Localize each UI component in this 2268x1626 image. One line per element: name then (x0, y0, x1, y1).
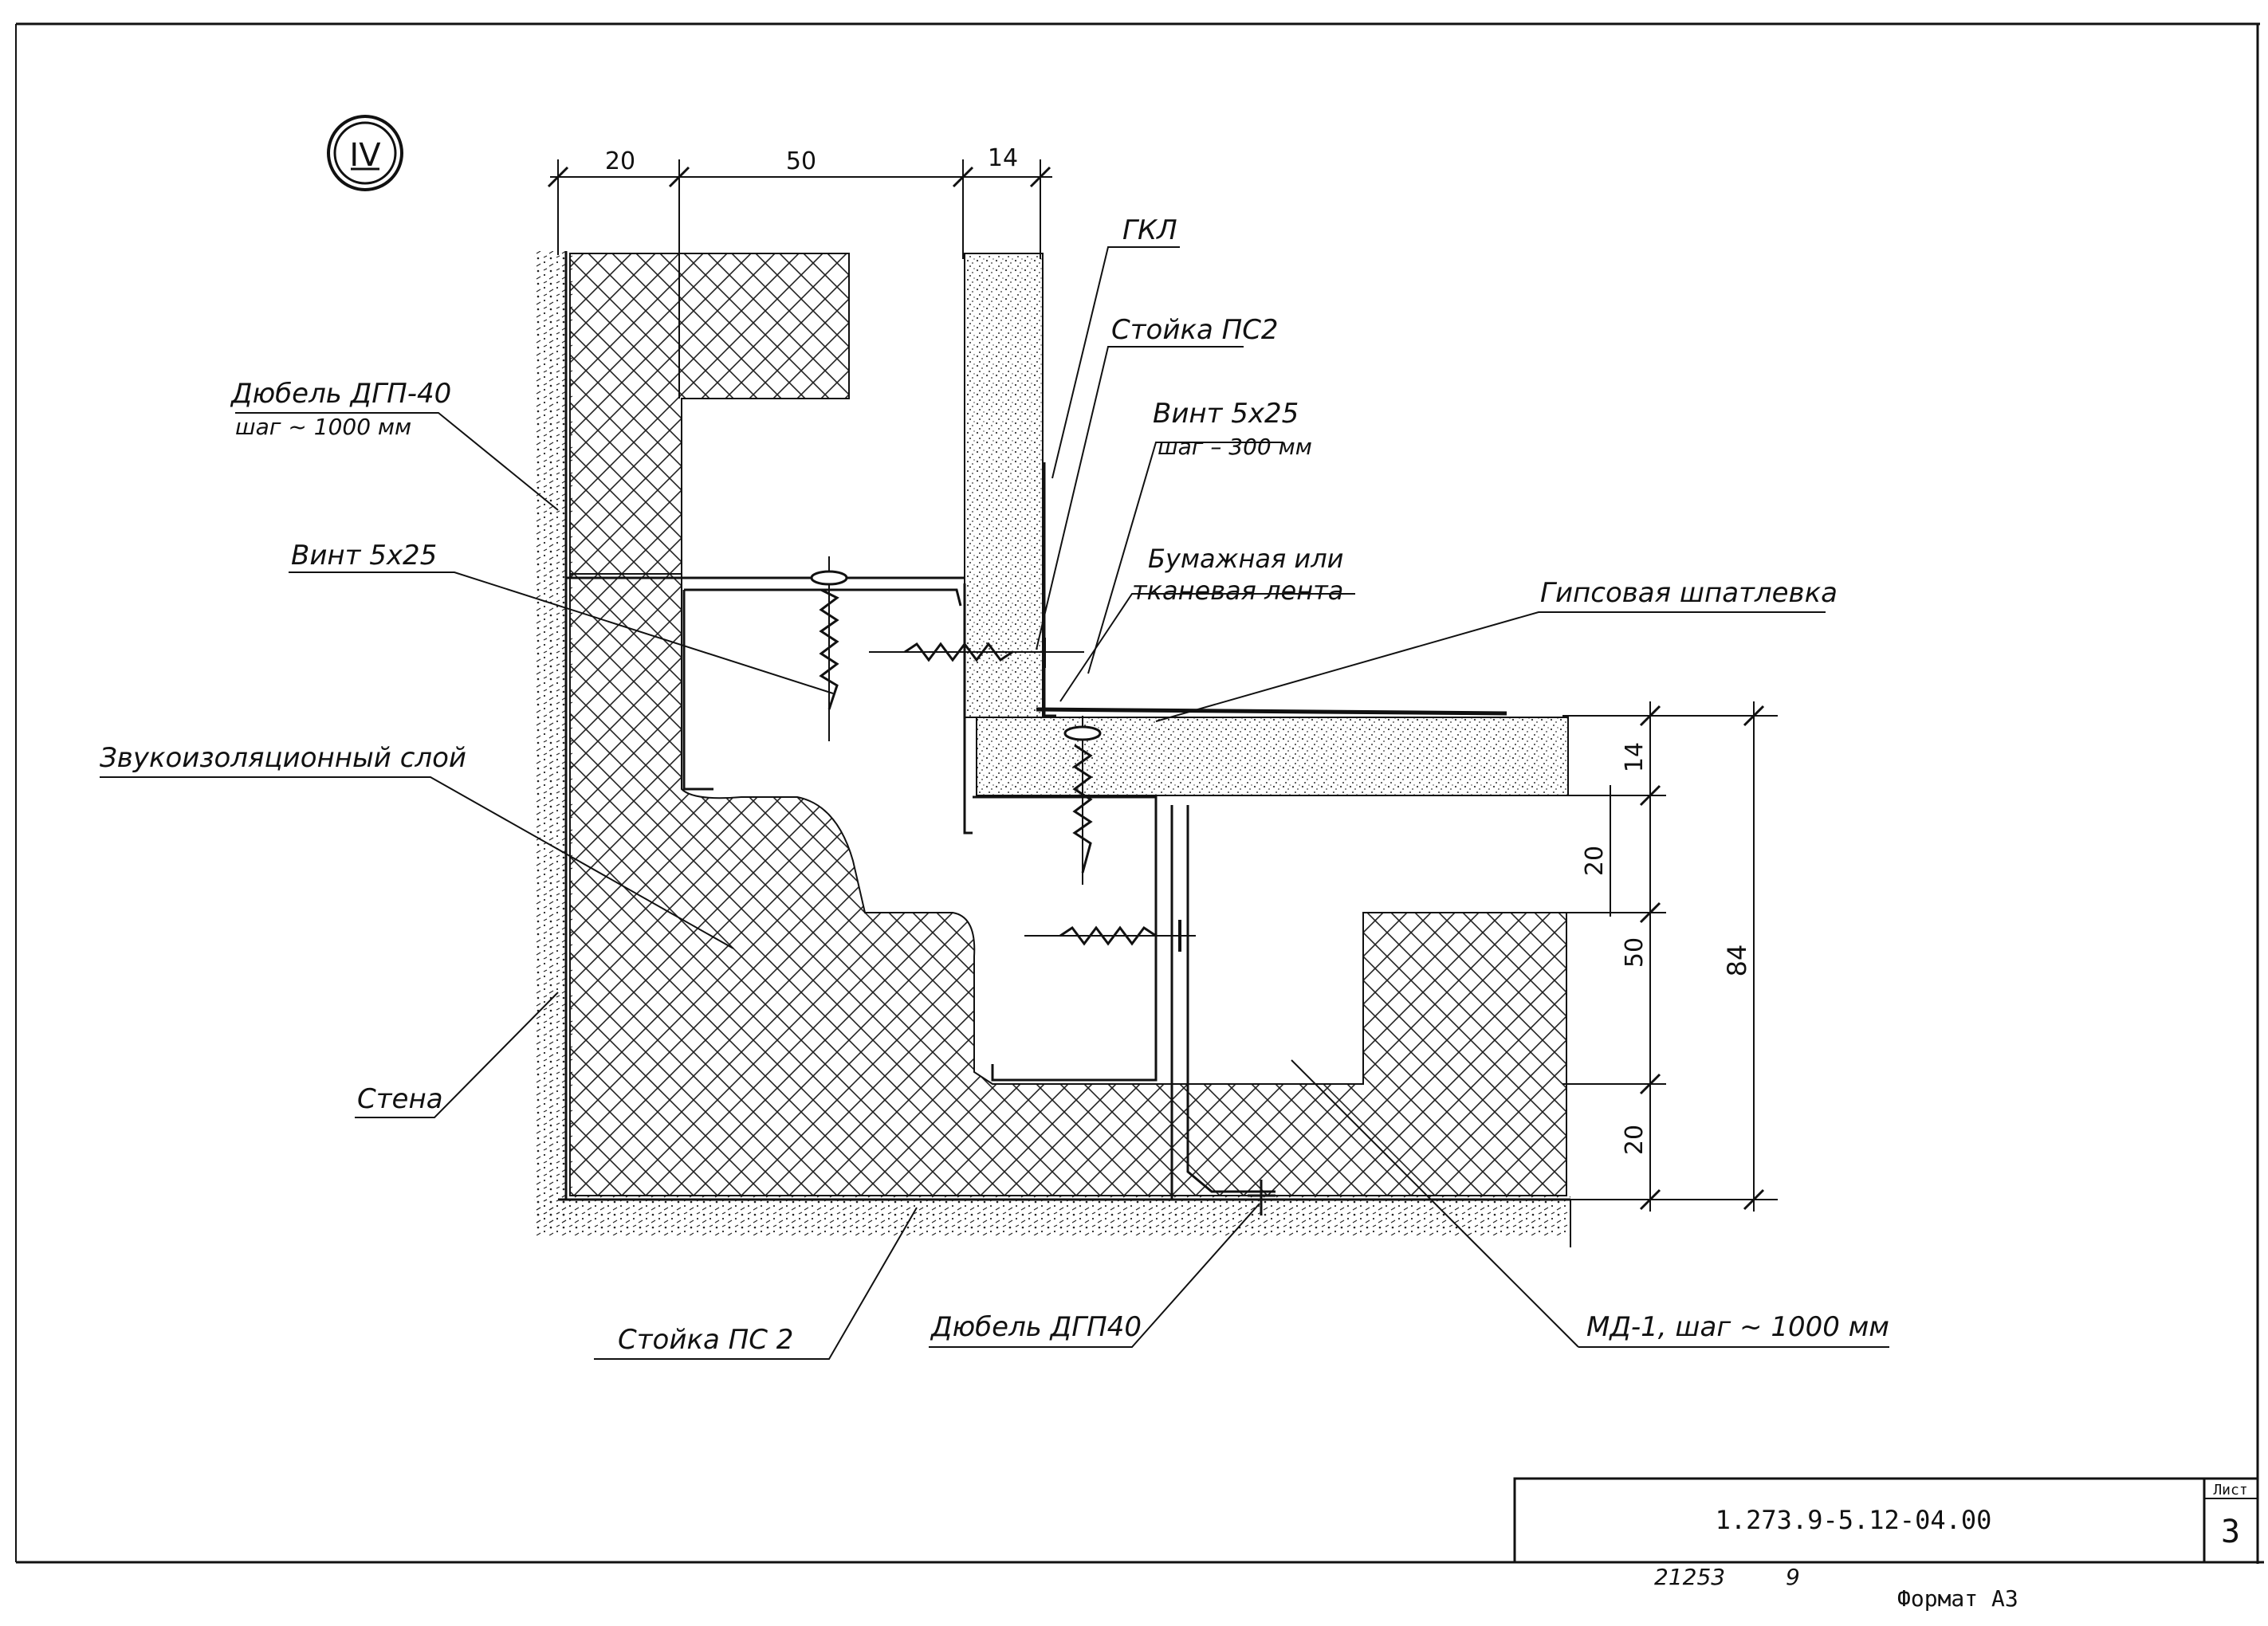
doc-code: 1.273.9-5.12-04.00 (1716, 1505, 1992, 1535)
sheet-number: 3 (2221, 1514, 2240, 1550)
label-stud-ps2-bottom: Стойка ПС 2 (618, 1324, 793, 1356)
label-dowel-bottom: Дюбель ДГП40 (930, 1311, 1142, 1343)
screw-horizontal-top (869, 638, 1084, 668)
label-tape-line1: Бумажная или (1148, 544, 1343, 574)
label-gkl: ГКЛ (1122, 214, 1177, 246)
label-screw-left: Винт 5х25 (291, 540, 437, 571)
inventory-number: 21253 (1654, 1564, 1725, 1590)
screws (810, 556, 1276, 1216)
label-md: МД-1, шаг ~ 1000 мм (1586, 1311, 1889, 1343)
screw-vertical-right (1063, 716, 1102, 885)
leader-lines (100, 246, 1889, 1360)
label-screw-right-step: шаг – 300 мм (1158, 434, 1312, 460)
dowel-bottom-mark (1248, 1180, 1276, 1216)
screw-vertical-left (810, 556, 848, 741)
dim-right-50: 50 (1621, 937, 1649, 968)
label-stud-ps2-top: Стойка ПС2 (1111, 314, 1279, 346)
footer: 21253 9 Формат А3 (1654, 1564, 2018, 1612)
sheet-label: Лист (2213, 1482, 2247, 1498)
dim-top-20: 20 (605, 147, 635, 175)
wall (534, 251, 1571, 1247)
small-number: 9 (1786, 1564, 1800, 1590)
label-tape-line2: тканевая лента (1132, 575, 1343, 606)
detail-marker: IV (327, 115, 403, 191)
dimension-lines (547, 159, 1778, 1212)
label-wall: Стена (357, 1083, 443, 1115)
dim-right-20-bottom: 20 (1621, 1125, 1649, 1155)
stud-profiles (566, 462, 1276, 1200)
label-dowel-left: Дюбель ДГП-40 (230, 378, 451, 410)
label-screw-right: Винт 5х25 (1153, 398, 1299, 430)
dim-right-20: 20 (1581, 846, 1609, 876)
dim-total-84: 84 (1722, 945, 1752, 977)
dim-top-50: 50 (786, 147, 816, 175)
label-sound-layer: Звукоизоляционный слой (100, 742, 466, 774)
sound-insulation-layer (569, 253, 1567, 1196)
label-putty: Гипсовая шпатлевка (1540, 577, 1838, 609)
dim-right-14: 14 (1621, 742, 1649, 772)
screw-horizontal-bottom (1024, 920, 1196, 952)
dim-top-14: 14 (988, 144, 1018, 172)
annotations: ГКЛ Стойка ПС2 Винт 5х25 шаг – 300 мм Дю… (100, 214, 1889, 1356)
format-label: Формат А3 (1897, 1585, 2018, 1612)
label-dowel-left-step: шаг ~ 1000 мм (235, 414, 411, 440)
detail-marker-text: IV (349, 137, 381, 174)
title-block: 1.273.9-5.12-04.00 Лист 3 (1513, 1477, 2259, 1564)
dimension-texts: 20 50 14 14 20 50 20 84 (605, 144, 1752, 1155)
